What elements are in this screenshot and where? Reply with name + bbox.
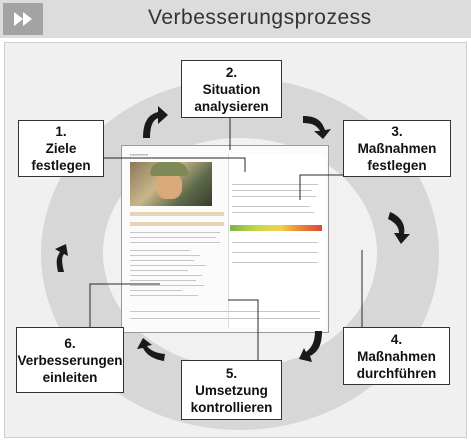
document-text-line	[232, 252, 318, 253]
step-1-label-line1: Ziele	[45, 141, 77, 156]
document-text-line	[130, 295, 198, 296]
cycle-arrow-icon	[143, 106, 168, 138]
step-2-box: 2. Situation analysieren	[181, 60, 282, 118]
step-5-label-line1: Umsetzung	[195, 382, 268, 398]
document-text-line	[130, 260, 194, 261]
document-text-line	[130, 280, 196, 281]
step-6-number: 6.	[64, 335, 76, 351]
document-text-line	[232, 184, 318, 185]
document-text-line	[232, 196, 316, 197]
document-text-line	[232, 212, 314, 213]
step-1-label-line2: festlegen	[31, 158, 91, 173]
cycle-arrow-icon	[299, 331, 322, 362]
step-6-label-line2: einleiten	[42, 369, 98, 385]
header-bar: Verbesserungsprozess	[0, 0, 471, 38]
step-6-label-line1: Verbesserungen	[17, 352, 123, 368]
document-text-line	[130, 237, 216, 238]
leader-line-step3	[299, 174, 343, 200]
leader-line-step6	[89, 283, 160, 335]
document-text-line	[130, 270, 188, 271]
step-3-label-line2: festlegen	[367, 158, 427, 173]
step-2-label-line2: analysieren	[194, 98, 269, 114]
cycle-arrow-icon	[303, 116, 331, 139]
step-4-label-line1: Maßnahmen	[357, 348, 436, 364]
document-text-line	[130, 255, 200, 256]
document-text-line	[130, 285, 204, 286]
document-illustration: ▪▪▪▪▪▪▪▪▪▪▪▪▪	[121, 145, 329, 333]
document-text-line	[232, 262, 318, 263]
step-4-box: 4. Maßnahmen durchführen	[343, 327, 450, 385]
document-text-line	[232, 190, 312, 191]
document-section-bar	[130, 222, 224, 226]
step-3-number: 3.	[391, 124, 403, 139]
step-2-label-line1: Situation	[202, 81, 261, 97]
cycle-arrow-icon	[55, 244, 68, 272]
step-3-box: 3. Maßnahmen festlegen	[343, 120, 451, 177]
rating-color-scale	[230, 225, 322, 231]
document-text-line	[130, 275, 202, 276]
document-text-line	[130, 242, 220, 243]
leader-line-step5	[228, 299, 259, 361]
document-text-line	[232, 206, 310, 207]
document-text-line	[130, 265, 206, 266]
fast-forward-icon	[3, 3, 43, 35]
document-section-bar	[130, 212, 224, 216]
page-title: Verbesserungsprozess	[148, 6, 372, 29]
document-text-line	[130, 250, 190, 251]
document-text-line	[130, 232, 220, 233]
document-form-panel	[228, 154, 325, 328]
cycle-arrow-icon	[137, 338, 165, 361]
step-6-box: 6. Verbesserungen einleiten	[16, 327, 124, 393]
step-4-number: 4.	[390, 331, 403, 347]
helmet-shape	[150, 162, 188, 176]
step-1-box: 1. Ziele festlegen	[18, 120, 104, 177]
document-text-line	[130, 318, 320, 319]
document-text-line	[232, 242, 318, 243]
step-4-label-line2: durchführen	[356, 365, 437, 381]
step-5-box: 5. Umsetzung kontrollieren	[181, 360, 282, 420]
document-text-line	[130, 311, 320, 312]
step-1-number: 1.	[55, 124, 67, 139]
step-5-label-line2: kontrollieren	[190, 399, 273, 415]
document-text-line	[130, 290, 182, 291]
step-3-label-line1: Maßnahmen	[357, 141, 437, 156]
step-5-number: 5.	[225, 365, 238, 381]
cycle-arrow-icon	[388, 212, 410, 244]
step-2-number: 2.	[225, 64, 238, 80]
leader-line-step1	[103, 157, 246, 172]
document-header-line: ▪▪▪▪▪▪▪▪▪▪▪▪▪	[130, 152, 149, 157]
worker-face	[156, 173, 182, 199]
